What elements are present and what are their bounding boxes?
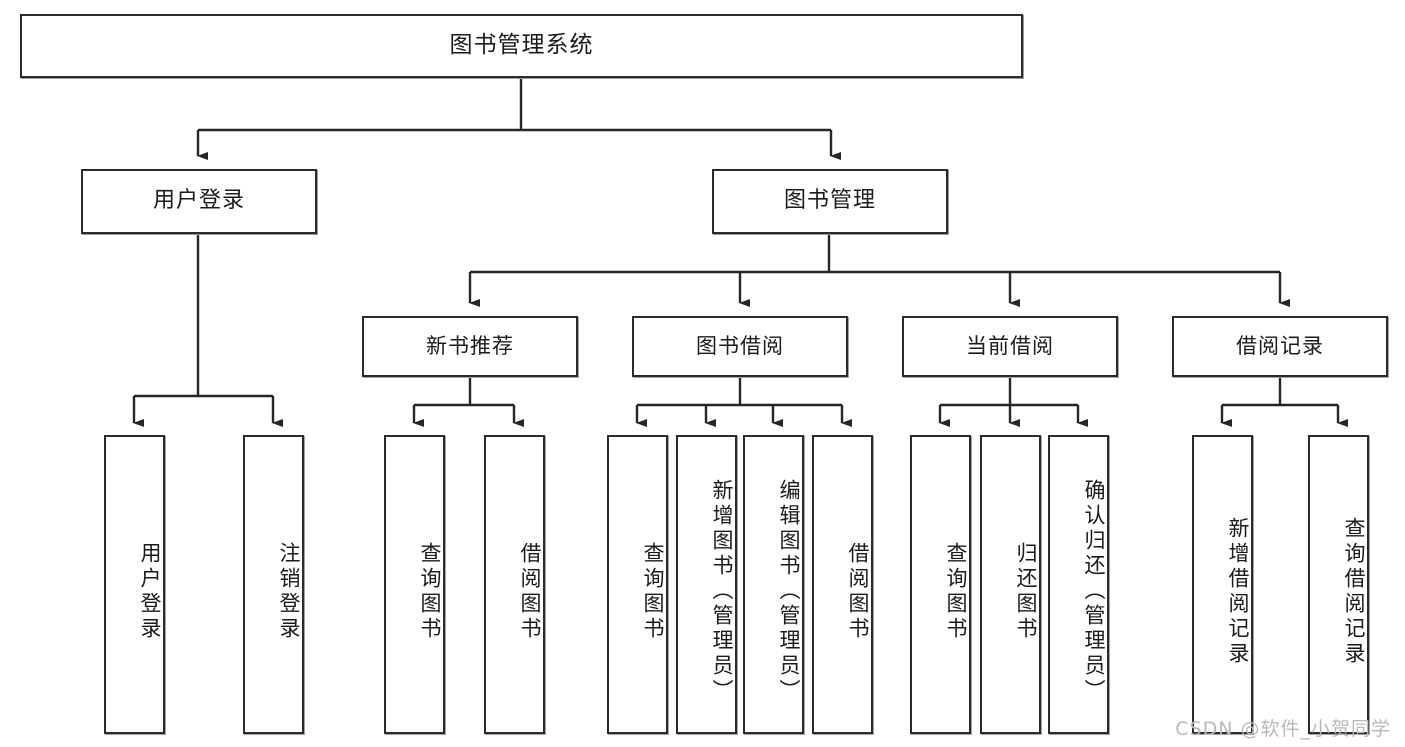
node-leaf-rec-add-record-label: 新增借阅记录 — [1226, 516, 1250, 667]
node-leaf-borrow-borrow-book[interactable]: 借阅图书 — [812, 435, 873, 734]
node-current-borrow[interactable]: 当前借阅 — [902, 316, 1118, 377]
node-leaf-borrow-edit-book[interactable]: 编辑图书（管理员） — [743, 435, 804, 734]
node-leaf-borrow-edit-book-label: 编辑图书（管理员） — [777, 479, 801, 704]
node-user-login[interactable]: 用户登录 — [81, 169, 317, 234]
node-leaf-cur-confirm-return[interactable]: 确认归还（管理员） — [1048, 435, 1109, 734]
csdn-watermark: CSDN @软件_小贺同学 — [1175, 718, 1391, 740]
node-root-label: 图书管理系统 — [449, 32, 594, 59]
node-book-borrow-label: 图书借阅 — [696, 334, 784, 359]
node-leaf-rec-query-book[interactable]: 查询图书 — [384, 435, 445, 734]
node-leaf-user-logout[interactable]: 注销登录 — [243, 435, 304, 734]
node-leaf-user-logout-label: 注销登录 — [277, 541, 301, 642]
node-leaf-borrow-add-book-label: 新增图书（管理员） — [710, 479, 734, 704]
node-leaf-rec-query-record[interactable]: 查询借阅记录 — [1308, 435, 1369, 734]
node-new-book-rec[interactable]: 新书推荐 — [362, 316, 578, 377]
node-leaf-user-login-label: 用户登录 — [138, 541, 162, 642]
node-leaf-borrow-borrow-book-label: 借阅图书 — [846, 541, 870, 642]
node-borrow-record[interactable]: 借阅记录 — [1172, 316, 1388, 377]
node-leaf-rec-borrow-book[interactable]: 借阅图书 — [484, 435, 545, 734]
node-book-manage-label: 图书管理 — [783, 188, 876, 214]
node-leaf-rec-add-record[interactable]: 新增借阅记录 — [1192, 435, 1253, 734]
node-borrow-record-label: 借阅记录 — [1236, 334, 1324, 359]
node-leaf-user-login[interactable]: 用户登录 — [104, 435, 165, 734]
node-leaf-borrow-query-book-label: 查询图书 — [641, 541, 665, 642]
node-book-borrow[interactable]: 图书借阅 — [632, 316, 848, 377]
node-leaf-cur-query-book[interactable]: 查询图书 — [910, 435, 971, 734]
node-leaf-rec-query-book-label: 查询图书 — [418, 541, 442, 642]
node-book-manage[interactable]: 图书管理 — [712, 169, 948, 234]
node-current-borrow-label: 当前借阅 — [966, 334, 1054, 359]
node-leaf-borrow-add-book[interactable]: 新增图书（管理员） — [676, 435, 737, 734]
node-user-login-label: 用户登录 — [152, 188, 245, 214]
node-leaf-cur-return-book-label: 归还图书 — [1014, 541, 1038, 642]
node-leaf-cur-query-book-label: 查询图书 — [944, 541, 968, 642]
node-leaf-cur-confirm-return-label: 确认归还（管理员） — [1082, 479, 1106, 704]
node-leaf-rec-query-record-label: 查询借阅记录 — [1342, 516, 1366, 667]
node-leaf-cur-return-book[interactable]: 归还图书 — [980, 435, 1041, 734]
node-root[interactable]: 图书管理系统 — [20, 14, 1023, 78]
node-leaf-borrow-query-book[interactable]: 查询图书 — [607, 435, 668, 734]
node-leaf-rec-borrow-book-label: 借阅图书 — [518, 541, 542, 642]
node-new-book-rec-label: 新书推荐 — [426, 334, 514, 359]
